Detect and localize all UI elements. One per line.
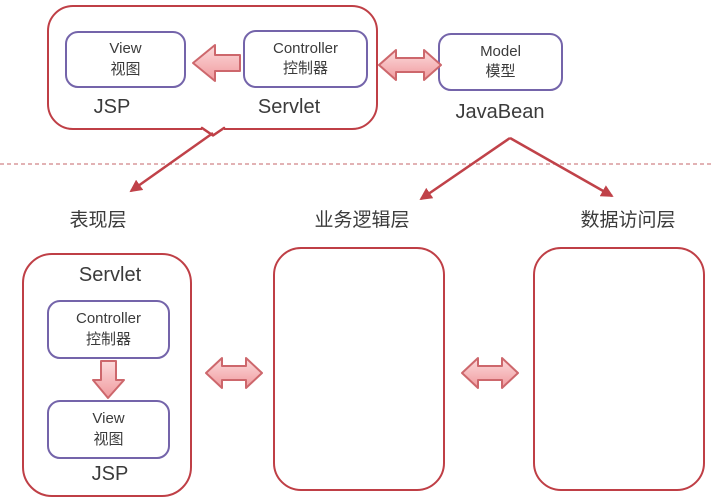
- model-box: Model 模型: [438, 33, 563, 91]
- view-top-label-en: View: [109, 40, 142, 58]
- view-bottom-label-en: View: [92, 410, 125, 428]
- controller-top-label-en: Controller: [272, 39, 339, 57]
- business-layer-label: 业务逻辑层: [314, 210, 410, 231]
- presentation-layer-box: [22, 253, 192, 497]
- arrow-to-presentation-layer: [129, 131, 214, 193]
- double-arrow-web-to-model: [378, 49, 442, 81]
- view-bottom-label-zh: 视图: [93, 430, 124, 448]
- servlet-label-top: Servlet: [257, 96, 321, 118]
- arrow-to-business-layer: [419, 136, 511, 201]
- controller-box-bottom: Controller 控制器: [47, 300, 170, 359]
- jsp-label-bottom: JSP: [91, 463, 129, 485]
- view-top-label-zh: 视图: [110, 60, 141, 78]
- arrow-to-data-access-layer: [509, 136, 614, 198]
- model-label-zh: 模型: [485, 63, 516, 80]
- controller-bottom-label-zh: 控制器: [85, 330, 131, 348]
- presentation-layer-label: 表现层: [69, 210, 127, 231]
- model-label-en: Model: [480, 42, 521, 60]
- data-access-layer-label: 数据访问层: [580, 210, 676, 231]
- double-arrow-business-to-data: [461, 357, 519, 389]
- javabean-label: JavaBean: [455, 101, 545, 123]
- controller-top-label-zh: 控制器: [282, 60, 328, 77]
- jsp-label-top: JSP: [93, 96, 131, 118]
- view-box-bottom: View 视图: [47, 400, 170, 459]
- controller-box-top: Controller 控制器: [243, 30, 368, 88]
- business-layer-box: [273, 247, 445, 491]
- controller-bottom-label-en: Controller: [75, 310, 142, 328]
- servlet-label-bottom: Servlet: [78, 264, 142, 286]
- view-box-top: View 视图: [65, 31, 186, 88]
- double-arrow-presentation-to-business: [205, 357, 263, 389]
- data-access-layer-box: [533, 247, 705, 491]
